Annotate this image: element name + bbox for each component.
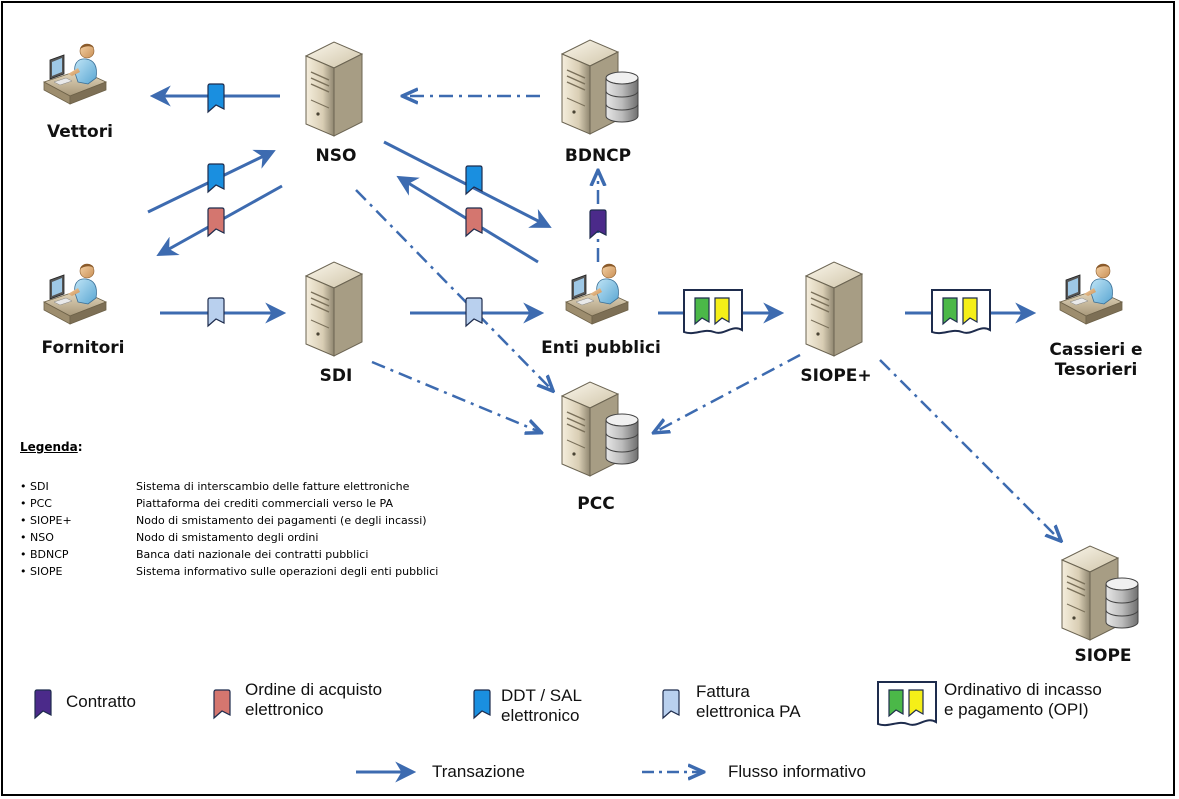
ddt-document-icon: [207, 83, 225, 113]
contratto-document-icon: [589, 209, 607, 239]
opi-document-icon: [931, 289, 991, 335]
legend-title-text: Legenda: [20, 440, 78, 454]
info-nso-pcc: [355, 189, 552, 390]
legend-abbr: • BDNCP: [20, 548, 69, 561]
node-label-vettori: Vettori: [47, 122, 113, 142]
ddt-document-icon: [207, 163, 225, 193]
legend-opi-line1: Ordinativo di incasso: [944, 680, 1102, 699]
node-label-siope: SIOPE: [1074, 646, 1132, 666]
ordine-document-icon: [207, 207, 225, 237]
legend-row: • SDI Sistema di interscambio delle fattu…: [20, 480, 409, 493]
legend-abbr: • SDI: [20, 480, 49, 493]
info-sdi-pcc: [371, 360, 540, 432]
legend-abbr: • PCC: [20, 497, 52, 510]
legend-desc: Piattaforma dei crediti commerciali vers…: [136, 497, 393, 510]
legend-ddt-line2: elettronico: [501, 706, 580, 725]
node-label-cassieri-line2: Tesorieri: [1054, 360, 1138, 380]
legend-fattura-line1: Fattura: [696, 682, 750, 701]
legend-opi-line2: e pagamento (OPI): [944, 700, 1089, 719]
legend-title-colon: :: [77, 440, 83, 454]
node-label-fornitori: Fornitori: [41, 338, 125, 358]
legend-ordine-icon: [213, 689, 231, 719]
legend-fattura-line2: elettronica PA: [696, 702, 801, 721]
legend-ddt-line1: DDT / SAL: [501, 686, 582, 705]
bdncp-database-icon: [561, 39, 639, 135]
fornitori-person-icon: [43, 263, 107, 325]
node-label-siope-plus: SIOPE+: [800, 366, 872, 386]
legend-desc: Banca dati nazionale dei contratti pubbl…: [136, 548, 369, 561]
legend-row: • SIOPE+ Nodo di smistamento dei pagament…: [20, 514, 427, 527]
info-siopeplus-siope: [879, 359, 1060, 540]
legend-fattura-label: Fattura elettronica PA: [696, 682, 801, 722]
pcc-database-icon: [561, 381, 639, 477]
info-flow-arrows: [355, 96, 1060, 540]
legend-contratto-icon: [34, 689, 52, 719]
legend-abbr: • NSO: [20, 531, 54, 544]
legend-desc: Sistema di interscambio delle fatture el…: [136, 480, 410, 493]
legend-ordine-line2: elettronico: [245, 700, 324, 719]
legend-ddt-label: DDT / SAL elettronico: [501, 686, 582, 726]
legend-desc: Nodo di smistamento dei pagamenti (e deg…: [136, 514, 427, 527]
legend-opi-icon: [877, 681, 937, 727]
fattura-document-icon: [207, 297, 225, 327]
node-label-enti: Enti pubblici: [541, 338, 661, 358]
node-label-cassieri-line1: Cassieri e: [1049, 340, 1143, 360]
vettori-person-icon: [43, 43, 107, 105]
legend-contratto-label: Contratto: [66, 692, 136, 711]
legend-title: Legenda:: [20, 440, 83, 454]
node-label-pcc: PCC: [577, 494, 615, 514]
legend-desc: Sistema informativo sulle operazioni deg…: [136, 565, 439, 578]
info-siopeplus-pcc: [655, 353, 801, 432]
legend-desc: Nodo di smistamento degli ordini: [136, 531, 319, 544]
nso-server-icon: [305, 41, 363, 137]
opi-document-icon: [683, 289, 743, 335]
legend-ordine-label: Ordine di acquisto elettronico: [245, 680, 382, 720]
ddt-document-icon: [465, 165, 483, 195]
legend-row: • PCC Piattaforma dei crediti commerciali…: [20, 497, 393, 510]
legend-abbr: • SIOPE: [20, 565, 63, 578]
node-label-cassieri: Cassieri e Tesorieri: [1036, 340, 1156, 380]
legend-informativo-label: Flusso informativo: [728, 762, 866, 781]
siope-database-icon: [1061, 545, 1139, 641]
legend-abbr: • SIOPE+: [20, 514, 72, 527]
sdi-server-icon: [305, 261, 363, 357]
legend-row: • BDNCP Banca dati nazionale dei contratt…: [20, 548, 368, 561]
node-label-bdncp: BDNCP: [564, 146, 632, 166]
legend-transazione-label: Transazione: [432, 762, 525, 781]
legend-ordine-line1: Ordine di acquisto: [245, 680, 383, 699]
legend-fattura-icon: [662, 689, 680, 719]
legend-row: • NSO Nodo di smistamento degli ordini: [20, 531, 318, 544]
node-label-nso: NSO: [315, 146, 357, 166]
ordine-document-icon: [465, 207, 483, 237]
legend-opi-label: Ordinativo di incasso e pagamento (OPI): [944, 680, 1102, 720]
cassieri-person-icon: [1059, 263, 1123, 325]
legend-ddt-icon: [473, 689, 491, 719]
enti-person-icon: [565, 263, 629, 325]
siopeplus-server-icon: [805, 261, 863, 357]
fattura-document-icon: [465, 297, 483, 327]
node-label-sdi: SDI: [319, 366, 353, 386]
legend-row: • SIOPE Sistema informativo sulle operazi…: [20, 565, 438, 578]
